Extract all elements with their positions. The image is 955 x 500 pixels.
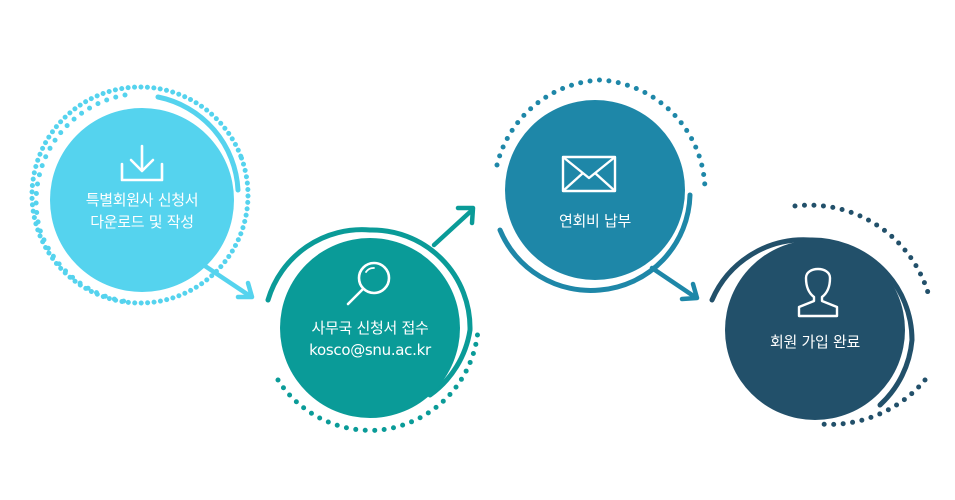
step-2-line1: 사무국 신청서 접수 <box>311 319 429 337</box>
step-2-label: 사무국 신청서 접수 kosco@snu.ac.kr <box>285 317 455 361</box>
magnifier-icon <box>346 261 391 306</box>
step-4-label: 회원 가입 완료 <box>735 331 895 353</box>
step-4-node <box>709 202 933 427</box>
step-2-node <box>265 227 481 433</box>
user-icon <box>797 267 839 318</box>
step-2-line2: kosco@snu.ac.kr <box>309 341 431 359</box>
step-1-node <box>29 84 251 306</box>
step-1-line2: 다운로드 및 작성 <box>90 213 194 231</box>
step-2-solid-arc <box>265 227 473 398</box>
step-4-line1: 회원 가입 완료 <box>770 333 860 351</box>
step-2-dotted-arc <box>275 327 481 433</box>
download-icon <box>120 144 164 182</box>
step-1-dotted-arc-left <box>33 92 133 305</box>
step-3-label: 연회비 납부 <box>515 210 675 232</box>
step-4-dotted-arc-lower <box>817 377 928 427</box>
envelope-icon <box>561 155 617 193</box>
step-3-node <box>494 77 708 293</box>
arrow-2-to-3 <box>431 205 476 248</box>
arrow-3-to-4 <box>649 265 700 302</box>
step-4-disc <box>725 240 905 420</box>
step-2-disc <box>280 238 460 418</box>
arrow-1-to-2 <box>202 263 255 300</box>
step-3-solid-arc <box>497 192 693 293</box>
step-1-line1: 특별회원사 신청서 <box>85 191 199 209</box>
step-1-label: 특별회원사 신청서 다운로드 및 작성 <box>62 189 222 233</box>
step-3-dotted-arc <box>494 77 708 193</box>
step-1-solid-arc <box>155 94 241 193</box>
step-1-disc <box>50 108 234 292</box>
step-3-line1: 연회비 납부 <box>559 212 631 230</box>
